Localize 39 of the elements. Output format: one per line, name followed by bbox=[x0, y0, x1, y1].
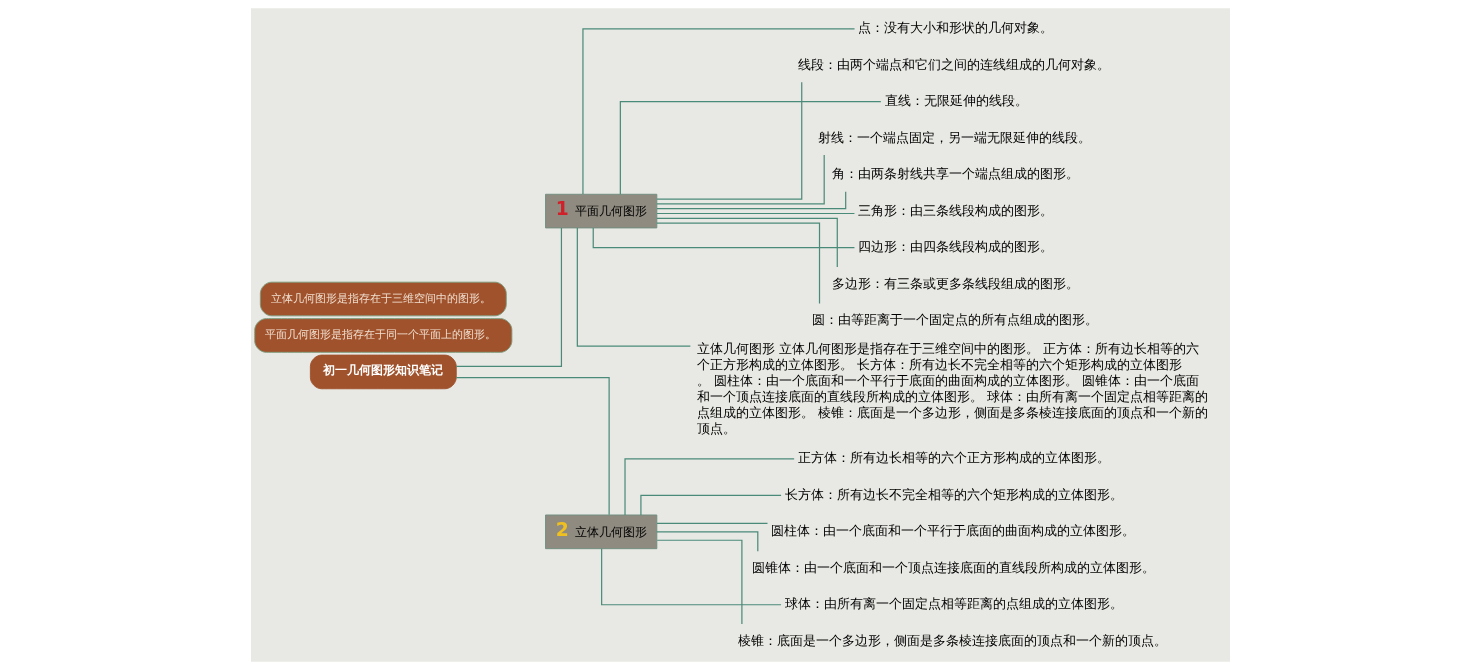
connector bbox=[455, 227, 562, 367]
node-text: 角：由两条射线共享一个端点组成的图形。 bbox=[831, 166, 1079, 182]
node-text: 三角形：由三条线段构成的图形。 bbox=[857, 202, 1053, 218]
node-text: 直线：无限延伸的线段。 bbox=[884, 93, 1028, 109]
connector bbox=[656, 539, 742, 625]
node-text: 线段：由两个端点和它们之间的连线组成的几何对象。 bbox=[797, 56, 1110, 72]
node-box: 立体几何图形是指存在于三维空间中的图形。 bbox=[259, 281, 507, 317]
connector bbox=[655, 522, 768, 524]
node-box: 平面几何图形是指存在于同一个平面上的图形。 bbox=[253, 318, 512, 353]
connector bbox=[655, 212, 855, 215]
connector bbox=[655, 154, 825, 205]
connector bbox=[639, 494, 782, 516]
connector bbox=[655, 81, 802, 200]
connector bbox=[581, 28, 855, 195]
connector bbox=[576, 227, 691, 347]
node-text: 长方体：所有边长不完全相等的六个矩形构成的立体图形。 bbox=[784, 486, 1123, 502]
node-text: 棱锥：底面是一个多边形，侧面是多条棱连接底面的顶点和一个新的顶点。 bbox=[737, 632, 1167, 648]
connector bbox=[592, 227, 855, 249]
node-text: 点：没有大小和形状的几何对象。 bbox=[857, 20, 1053, 36]
node-text: 正方体：所有边长相等的六个正方形构成的立体图形。 bbox=[797, 450, 1110, 466]
connector bbox=[623, 458, 795, 516]
node-text: 射线：一个端点固定，另一端无限延伸的线段。 bbox=[817, 129, 1091, 145]
node-text: 立体几何图形 立体几何图形是指存在于三维空间中的图形。 正方体：所有边长相等的六个正方形构成的立体图形。 长方体：所有边长不完全相等的六个矩形构成的立体图形。 圆柱体：由一个底面和一个平行于底面的曲面构成的立体图形。 圆锥体：由一个底面和一个顶点连接底面的直线段所构成的立体图形。 球体：由所有离一个固定点相等距离的点组成的立体图形。 棱锥：底面是一个多边形，侧面是多条棱连接底面的顶点和一个新的顶点。 bbox=[696, 341, 1208, 436]
node-text: 多边形：有三条或更多条线段组成的图形。 bbox=[831, 275, 1079, 291]
connector bbox=[619, 101, 881, 195]
node-box: 初一几何图形知识笔记 bbox=[309, 354, 457, 390]
node-text: 圆柱体：由一个底面和一个平行于底面的曲面构成的立体图形。 bbox=[770, 523, 1135, 539]
connector bbox=[455, 376, 610, 516]
node-text: 球体：由所有离一个固定点相等距离的点组成的立体图形。 bbox=[784, 596, 1123, 612]
connector bbox=[600, 548, 782, 606]
node-box: 1 平面几何图形 bbox=[544, 193, 657, 229]
connector bbox=[655, 222, 820, 305]
connector bbox=[655, 531, 758, 552]
node-text: 圆锥体：由一个底面和一个顶点连接底面的直线段所构成的立体图形。 bbox=[751, 559, 1155, 575]
connector bbox=[655, 191, 846, 210]
node-box: 2 立体几何图形 bbox=[544, 514, 657, 550]
node-text: 四边形：由四条线段构成的图形。 bbox=[857, 239, 1053, 255]
connector bbox=[655, 217, 838, 268]
node-text: 圆：由等距离于一个固定点的所有点组成的图形。 bbox=[811, 311, 1098, 327]
